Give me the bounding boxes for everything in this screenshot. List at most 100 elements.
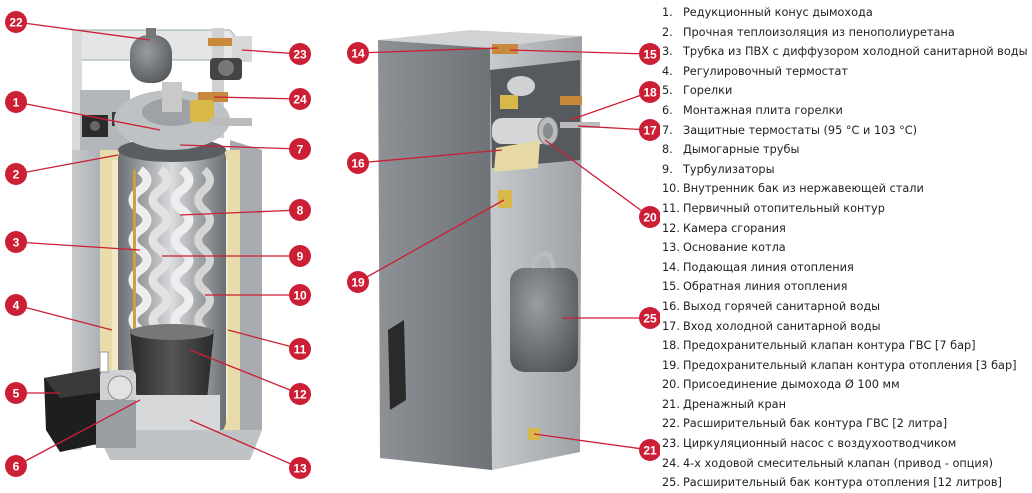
legend-item: 22.Расширительный бак контура ГВС [2 лит… xyxy=(662,414,1030,434)
legend-item-number: 15. xyxy=(662,280,680,294)
svg-text:16: 16 xyxy=(351,157,365,171)
legend-item-number: 4. xyxy=(662,64,673,78)
legend-item: 4. Регулировочный термостат xyxy=(662,62,1030,82)
legend-item: 1.Редукционный конус дымохода xyxy=(662,3,1030,23)
legend-item-number: 9. xyxy=(662,162,673,176)
svg-text:20: 20 xyxy=(643,211,657,225)
svg-text:18: 18 xyxy=(643,86,657,100)
legend-item: 7. Защитные термостаты (95 °С и 103 °С) xyxy=(662,121,1030,141)
callout-badge: 11 xyxy=(289,338,311,360)
callout-badge: 21 xyxy=(639,439,660,461)
svg-text:19: 19 xyxy=(351,276,365,290)
legend-item: 14.Подающая линия отопления xyxy=(662,258,1030,278)
legend-item-number: 14. xyxy=(662,260,680,274)
callout-badge: 15 xyxy=(639,43,660,65)
svg-text:4: 4 xyxy=(13,299,20,313)
svg-text:25: 25 xyxy=(643,312,657,326)
legend-item: 16.Выход горячей санитарной воды xyxy=(662,297,1030,317)
legend-item-number: 8. xyxy=(662,143,673,157)
callout-badge: 18 xyxy=(639,81,660,103)
svg-text:23: 23 xyxy=(293,48,307,62)
svg-text:21: 21 xyxy=(643,444,657,458)
legend-item-text: Первичный отопительный контур xyxy=(683,201,885,215)
callout-badge: 24 xyxy=(289,88,311,110)
legend-item-text: Циркуляционный насос с воздухоотводчиком xyxy=(683,437,957,451)
legend-item-number: 21. xyxy=(662,397,680,411)
legend-item-number: 23. xyxy=(662,437,680,451)
legend-item: 20.Присоединение дымохода Ø 100 мм xyxy=(662,375,1030,395)
legend-item-text: Основание котла xyxy=(683,241,786,255)
callout-badge: 13 xyxy=(289,457,311,479)
legend-item-text: Расширительный бак контура отопления [12… xyxy=(683,476,1002,490)
legend-item-number: 3. xyxy=(662,45,673,59)
burner xyxy=(44,351,136,452)
svg-text:7: 7 xyxy=(297,143,304,157)
svg-text:9: 9 xyxy=(297,250,304,264)
legend-item-text: Выход горячей санитарной воды xyxy=(683,299,881,313)
callout-badge: 4 xyxy=(5,294,27,316)
callout-badge: 23 xyxy=(289,43,311,65)
legend-item-number: 22. xyxy=(662,417,680,431)
legend-item-number: 10. xyxy=(662,182,680,196)
right-boiler-exterior xyxy=(378,30,600,470)
callout-badge: 25 xyxy=(639,307,660,329)
legend-item: 23.Циркуляционный насос с воздухоотводчи… xyxy=(662,434,1030,454)
legend-item-text: Подающая линия отопления xyxy=(683,260,854,274)
svg-text:17: 17 xyxy=(643,124,657,138)
legend-item-text: Дренажный кран xyxy=(683,397,786,411)
callout-badge: 8 xyxy=(289,199,311,221)
svg-text:13: 13 xyxy=(293,462,307,476)
legend-item-number: 5. xyxy=(662,84,673,98)
legend-item-text: Редукционный конус дымохода xyxy=(683,6,873,19)
legend-item: 3. Трубка из ПВХ с диффузором холодной са… xyxy=(662,42,1030,62)
callout-badge: 14 xyxy=(347,42,369,64)
boiler-cutaway-diagram: 22 1 2 3 4 5 6 23 24 7 8 9 10 11 12 13 1… xyxy=(5,11,660,479)
legend-item-text: Вход холодной санитарной воды xyxy=(683,319,881,333)
left-boiler-cutaway xyxy=(44,28,262,460)
legend-item: 17.Вход холодной санитарной воды xyxy=(662,317,1030,337)
legend-item-number: 7. xyxy=(662,123,673,137)
svg-text:6: 6 xyxy=(13,460,20,474)
callout-badge: 16 xyxy=(347,152,369,174)
legend-item-text: Обратная линия отопления xyxy=(683,280,848,294)
legend-item: 21.Дренажный кран xyxy=(662,395,1030,415)
svg-text:22: 22 xyxy=(9,16,23,30)
legend-item-text: Защитные термостаты (95 °С и 103 °С) xyxy=(683,123,918,137)
legend-item-text: Внутренник бак из нержавеющей стали xyxy=(683,182,924,196)
callout-badge: 7 xyxy=(289,138,311,160)
svg-text:14: 14 xyxy=(351,47,365,61)
callout-badge: 22 xyxy=(5,11,27,33)
legend-item: 2.Прочная теплоизоляция из пенополиурета… xyxy=(662,23,1030,43)
legend-item-number: 13. xyxy=(662,241,680,255)
legend-item-number: 17. xyxy=(662,319,680,333)
legend-item: 15.Обратная линия отопления xyxy=(662,277,1030,297)
svg-text:10: 10 xyxy=(293,289,307,303)
legend-item-number: 11. xyxy=(662,201,680,215)
legend-item-number: 16. xyxy=(662,299,680,313)
legend-item-text: Присоединение дымохода Ø 100 мм xyxy=(683,378,900,392)
legend-item-text: Дымогарные трубы xyxy=(683,143,800,157)
legend-item: 24.4-х ходовой смесительный клапан (прив… xyxy=(662,454,1030,474)
legend-item: 18.Предохранительный клапан контура ГВС … xyxy=(662,336,1030,356)
legend-item-number: 25. xyxy=(662,476,680,490)
leader-lines xyxy=(15,21,651,469)
legend-item: 5. Горелки xyxy=(662,81,1030,101)
legend-item-number: 12. xyxy=(662,221,680,235)
callout-badge: 17 xyxy=(639,119,660,141)
legend-item-text: Горелки xyxy=(683,84,733,98)
legend-item: 6.Монтажная плита горелки xyxy=(662,101,1030,121)
legend-item: 9.Турбулизаторы xyxy=(662,160,1030,180)
svg-text:5: 5 xyxy=(13,387,20,401)
legend-item-text: Регулировочный термостат xyxy=(683,64,848,78)
callout-badge: 6 xyxy=(5,455,27,477)
legend-item-text: Трубка из ПВХ с диффузором холодной сани… xyxy=(683,45,1028,59)
legend-item-number: 24. xyxy=(662,456,680,470)
legend-item-number: 2. xyxy=(662,25,673,39)
svg-text:15: 15 xyxy=(643,48,657,62)
legend-item-number: 18. xyxy=(662,339,680,353)
callout-badge: 5 xyxy=(5,382,27,404)
svg-text:8: 8 xyxy=(297,204,304,218)
svg-text:1: 1 xyxy=(13,96,20,110)
callout-badges: 22 1 2 3 4 5 6 23 24 7 8 9 10 11 12 13 1… xyxy=(5,11,660,479)
svg-text:11: 11 xyxy=(294,343,307,357)
